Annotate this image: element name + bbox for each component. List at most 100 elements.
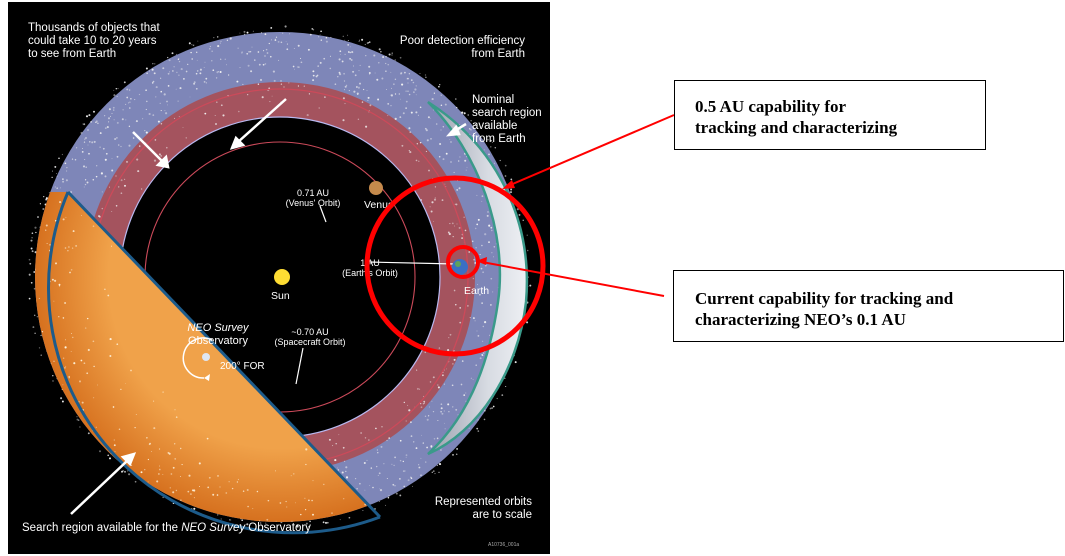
asteroid-dot bbox=[343, 72, 345, 75]
asteroid-dot bbox=[176, 71, 178, 74]
asteroid-dot bbox=[62, 178, 64, 180]
asteroid-dot bbox=[247, 64, 250, 67]
asteroid-dot bbox=[33, 287, 36, 290]
asteroid-dot bbox=[407, 404, 409, 406]
asteroid-dot bbox=[474, 262, 477, 264]
asteroid-dot bbox=[111, 211, 113, 212]
asteroid-dot bbox=[145, 67, 148, 70]
asteroid-dot bbox=[153, 159, 157, 162]
asteroid-dot bbox=[179, 447, 182, 450]
asteroid-dot bbox=[120, 145, 122, 148]
asteroid-dot bbox=[461, 237, 464, 240]
asteroid-dot bbox=[162, 391, 164, 393]
asteroid-dot bbox=[196, 70, 199, 72]
asteroid-dot bbox=[84, 327, 87, 329]
asteroid-dot bbox=[458, 160, 460, 162]
asteroid-dot bbox=[96, 165, 98, 167]
asteroid-dot bbox=[93, 365, 95, 368]
sun-icon bbox=[274, 269, 290, 285]
asteroid-dot bbox=[124, 383, 126, 385]
asteroid-dot bbox=[159, 102, 161, 105]
asteroid-dot bbox=[428, 169, 430, 172]
search-region-label: Search region available for the NEO Surv… bbox=[22, 522, 311, 534]
asteroid-dot bbox=[269, 101, 271, 103]
asteroid-dot bbox=[312, 513, 314, 516]
asteroid-dot bbox=[339, 73, 342, 76]
asteroid-dot bbox=[472, 379, 474, 381]
asteroid-dot bbox=[246, 523, 249, 526]
asteroid-dot bbox=[516, 208, 519, 211]
asteroid-dot bbox=[249, 524, 251, 526]
asteroid-dot bbox=[408, 150, 410, 152]
asteroid-dot bbox=[394, 59, 396, 61]
asteroid-dot bbox=[438, 155, 441, 158]
asteroid-dot bbox=[264, 63, 267, 65]
asteroid-dot bbox=[415, 111, 418, 114]
asteroid-dot bbox=[375, 427, 377, 430]
asteroid-dot bbox=[484, 321, 487, 324]
asteroid-dot bbox=[84, 179, 87, 181]
asteroid-dot bbox=[45, 197, 48, 200]
asteroid-dot bbox=[431, 471, 433, 473]
asteroid-dot bbox=[379, 488, 381, 490]
asteroid-dot bbox=[227, 74, 230, 76]
asteroid-dot bbox=[100, 172, 103, 175]
asteroid-dot bbox=[340, 53, 341, 55]
asteroid-dot bbox=[99, 450, 101, 453]
asteroid-dot bbox=[59, 187, 61, 189]
asteroid-dot bbox=[101, 191, 103, 193]
asteroid-dot bbox=[370, 467, 373, 469]
asteroid-dot bbox=[452, 235, 454, 238]
asteroid-dot bbox=[491, 252, 493, 254]
asteroid-dot bbox=[195, 87, 198, 90]
asteroid-dot bbox=[87, 129, 89, 131]
asteroid-dot bbox=[158, 448, 161, 450]
asteroid-dot bbox=[205, 77, 208, 80]
field-of-regard-arc bbox=[182, 337, 213, 379]
asteroid-dot bbox=[185, 137, 187, 139]
spacecraft-orbit-label: ~0.70 AU (Spacecraft Orbit) bbox=[274, 327, 346, 347]
asteroid-dot bbox=[279, 502, 282, 504]
asteroid-dot bbox=[482, 271, 484, 274]
asteroid-dot bbox=[388, 53, 391, 56]
asteroid-dot bbox=[391, 87, 392, 89]
asteroid-dot bbox=[282, 32, 284, 34]
asteroid-dot bbox=[511, 183, 514, 186]
asteroid-dot bbox=[434, 473, 436, 475]
asteroid-dot bbox=[231, 487, 234, 490]
asteroid-dot bbox=[439, 142, 442, 146]
asteroid-dot bbox=[386, 89, 387, 91]
asteroid-dot bbox=[195, 72, 198, 75]
asteroid-dot bbox=[220, 518, 222, 520]
asteroid-dot bbox=[399, 478, 401, 480]
asteroid-dot bbox=[105, 152, 108, 155]
asteroid-dot bbox=[413, 91, 415, 93]
asteroid-dot bbox=[434, 186, 437, 188]
asteroid-dot bbox=[433, 470, 435, 472]
asteroid-dot bbox=[108, 457, 112, 460]
image-code: A10736_001a bbox=[488, 542, 520, 548]
asteroid-dot bbox=[166, 100, 168, 103]
asteroid-dot bbox=[306, 114, 309, 117]
asteroid-dot bbox=[265, 48, 268, 51]
asteroid-dot bbox=[404, 71, 406, 74]
asteroid-dot bbox=[309, 33, 312, 36]
thousands-objects-label: Thousands of objects that could take 10 … bbox=[28, 22, 160, 60]
asteroid-dot bbox=[342, 35, 344, 37]
asteroid-dot bbox=[366, 42, 369, 45]
asteroid-dot bbox=[362, 88, 365, 91]
asteroid-dot bbox=[400, 98, 401, 100]
asteroid-dot bbox=[128, 473, 131, 476]
asteroid-dot bbox=[175, 416, 178, 418]
asteroid-dot bbox=[98, 215, 100, 218]
asteroid-dot bbox=[342, 97, 345, 100]
asteroid-dot bbox=[415, 85, 417, 87]
asteroid-dot bbox=[475, 364, 477, 366]
asteroid-dot bbox=[488, 241, 490, 243]
asteroid-dot bbox=[344, 39, 346, 41]
asteroid-dot bbox=[492, 405, 495, 408]
asteroid-dot bbox=[160, 110, 162, 112]
asteroid-dot bbox=[52, 374, 54, 377]
asteroid-dot bbox=[111, 112, 113, 114]
asteroid-dot bbox=[324, 521, 328, 524]
